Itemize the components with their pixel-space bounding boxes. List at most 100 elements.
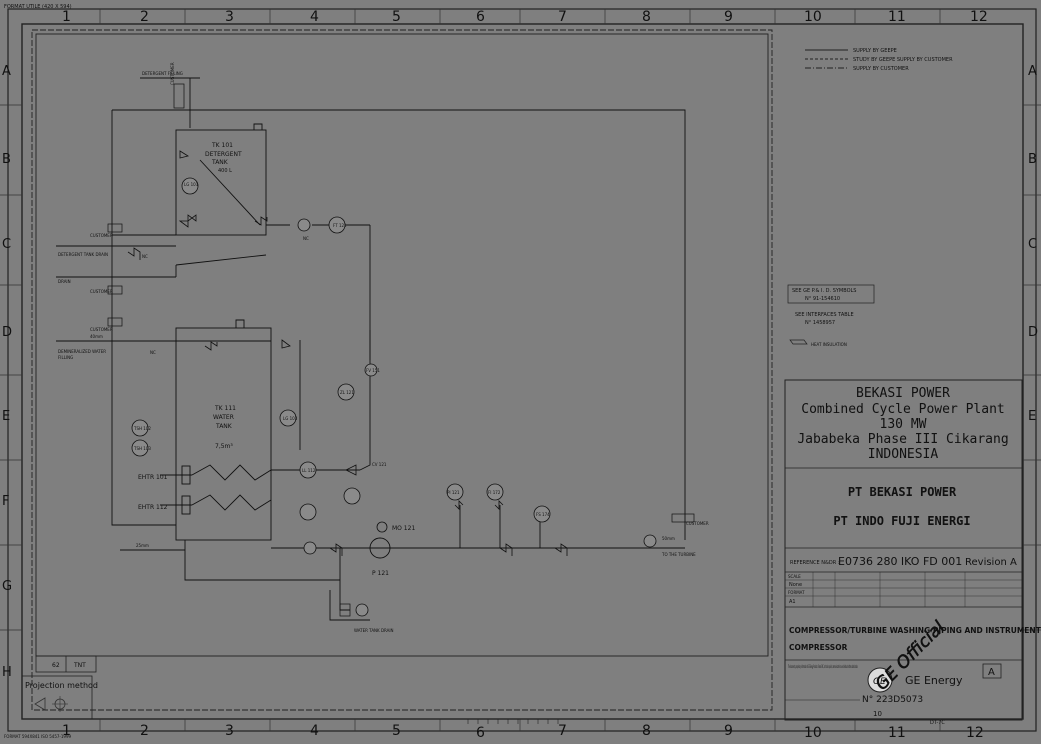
project-line: Jababeka Phase III Cikarang xyxy=(797,432,1008,447)
bottom-left-cell1: 62 xyxy=(52,662,60,669)
project-line: INDONESIA xyxy=(868,447,939,462)
interface-boxes xyxy=(107,83,695,617)
column-labels-bottom: 1 2 3 4 5 6 7 8 9 10 11 12 xyxy=(62,723,984,741)
row-label: F xyxy=(2,494,9,509)
motor-icon xyxy=(376,521,388,533)
col-label: 7 xyxy=(558,723,567,739)
demin-water-label: DEMINERALIZED WATER xyxy=(58,349,106,354)
tank101-label: TANK xyxy=(211,159,229,166)
pump-label: P 121 xyxy=(372,570,389,577)
col-label: 4 xyxy=(310,9,319,25)
instrument-tag: TSH 103 xyxy=(133,446,151,451)
customer-label: CUSTOMER xyxy=(90,327,113,332)
bottom-ruler xyxy=(458,718,578,724)
brand-name: GE Energy xyxy=(905,674,963,687)
format-top-label: FORMAT UTILE (420 X 594) xyxy=(4,4,72,10)
col-label: 6 xyxy=(476,725,485,740)
bottom-left-cell2: TNT xyxy=(73,662,86,669)
valve-actuator-icon xyxy=(643,534,657,548)
gate-valve-icon xyxy=(454,500,464,510)
pressure-relief-icon xyxy=(281,339,291,349)
revision-box xyxy=(982,663,1002,679)
instrument-tag: CV 121 xyxy=(372,462,387,467)
drawing-title: COMPRESSOR/TURBINE WASHING PIPING AND IN… xyxy=(789,626,1041,635)
customer-label: CUSTOMER xyxy=(170,62,175,85)
col-label: 10 xyxy=(804,725,822,740)
scale-label: SCALE xyxy=(788,574,801,579)
col-label: 6 xyxy=(476,9,485,25)
col-label: 2 xyxy=(140,9,149,25)
col-label: 7 xyxy=(558,9,567,25)
pressure-indicator-icon xyxy=(343,487,361,505)
drain-valve-icon xyxy=(355,603,369,617)
flow-switch-icon xyxy=(533,505,551,523)
format-label: FORMAT xyxy=(788,590,805,595)
nc-label: NC xyxy=(142,254,148,259)
row-label: G xyxy=(2,579,12,594)
instrument-tag: TSH 102 xyxy=(133,426,151,431)
row-label: C xyxy=(1028,237,1037,252)
row-label: H xyxy=(2,665,12,680)
customer-label: CUSTOMER xyxy=(90,289,113,294)
col-label: 12 xyxy=(966,725,984,740)
instrument-tag: LG 101 xyxy=(184,182,199,187)
reference-number: E0736 280 IKO FD 001 xyxy=(838,555,962,568)
instrument-bubbles xyxy=(131,177,657,617)
company-name-2: PT INDO FUJI ENERGI xyxy=(833,514,970,528)
ref-symbols-line: SEE GE P.& I. D. SYMBOLS xyxy=(792,288,856,294)
projection-method-box: Projection method xyxy=(21,675,98,720)
row-label: E xyxy=(1028,409,1036,424)
grid-ticks xyxy=(0,9,1041,731)
to-turbine-label: TO THE TURBINE xyxy=(661,552,696,557)
row-label: D xyxy=(1028,325,1038,340)
project-name-block: BEKASI POWER xyxy=(856,386,950,401)
detergent-filling-label: DETERGENT FILLING xyxy=(142,71,183,76)
outer-frame xyxy=(7,8,1037,732)
customer-label: CUSTOMER xyxy=(686,521,709,526)
tank101-label: TK 101 xyxy=(211,142,233,149)
level-switch-icon xyxy=(299,461,317,479)
pipe-size: 25mm xyxy=(136,543,149,548)
format-bottom-label: FORMAT 594X841 ISO 5457-1999 xyxy=(4,734,71,739)
gate-valve-icon xyxy=(254,216,268,226)
legend-item: SUPPLY BY GEEPE xyxy=(853,48,897,54)
motor-label: MO 121 xyxy=(392,525,415,532)
pipe-size: 40mm xyxy=(90,334,103,339)
project-line: BEKASI POWER xyxy=(856,386,950,401)
ref-interfaces-line: SEE INTERFACES TABLE xyxy=(795,312,854,318)
projection-cone-icon xyxy=(34,697,46,711)
instrument-tag: LG 103 xyxy=(283,416,298,421)
drain-label: DRAIN xyxy=(58,279,71,284)
scale-value: None xyxy=(789,582,802,588)
project-line: 130 MW xyxy=(880,417,927,432)
col-label: 5 xyxy=(392,9,401,25)
flow-element-icon xyxy=(328,216,346,234)
flow-indicator-icon xyxy=(299,503,317,521)
gate-valve-icon xyxy=(178,214,197,228)
reference-label: REFERENCE N&DR : xyxy=(790,560,840,566)
drawing-subtitle: COMPRESSOR xyxy=(789,643,848,652)
ge-logo-icon xyxy=(867,667,893,693)
col-label: 3 xyxy=(225,9,234,25)
drawing-number: N° 223D5073 xyxy=(862,695,923,705)
water-tank-drain-label: WATER TANK DRAIN xyxy=(354,628,394,633)
format-value: A1 xyxy=(789,599,796,605)
gate-valve-icon xyxy=(204,341,218,351)
tank101-label: DETERGENT xyxy=(205,151,242,158)
tank111-label: TK 111 xyxy=(214,405,236,412)
revision-box-value: A xyxy=(988,667,995,678)
pid-labels: DETERGENT FILLING CUSTOMER CUSTOMER CUST… xyxy=(58,62,709,633)
control-valve-icon xyxy=(345,464,357,476)
valves xyxy=(127,150,568,556)
col-label: 11 xyxy=(888,725,906,740)
pressure-indicator-icon xyxy=(486,483,504,501)
col-label: 10 xyxy=(804,9,822,25)
flow-indicator-icon xyxy=(446,483,464,501)
demin-water-label: FILLING xyxy=(58,355,73,360)
pid-piping xyxy=(56,77,686,621)
ref-symbols-number: N° 91-154610 xyxy=(805,296,840,302)
heater1-label: EHTR 101 xyxy=(138,474,168,481)
flow-valve-icon xyxy=(364,363,378,377)
heat-insulation-label: HEAT INSULATION xyxy=(811,342,847,347)
